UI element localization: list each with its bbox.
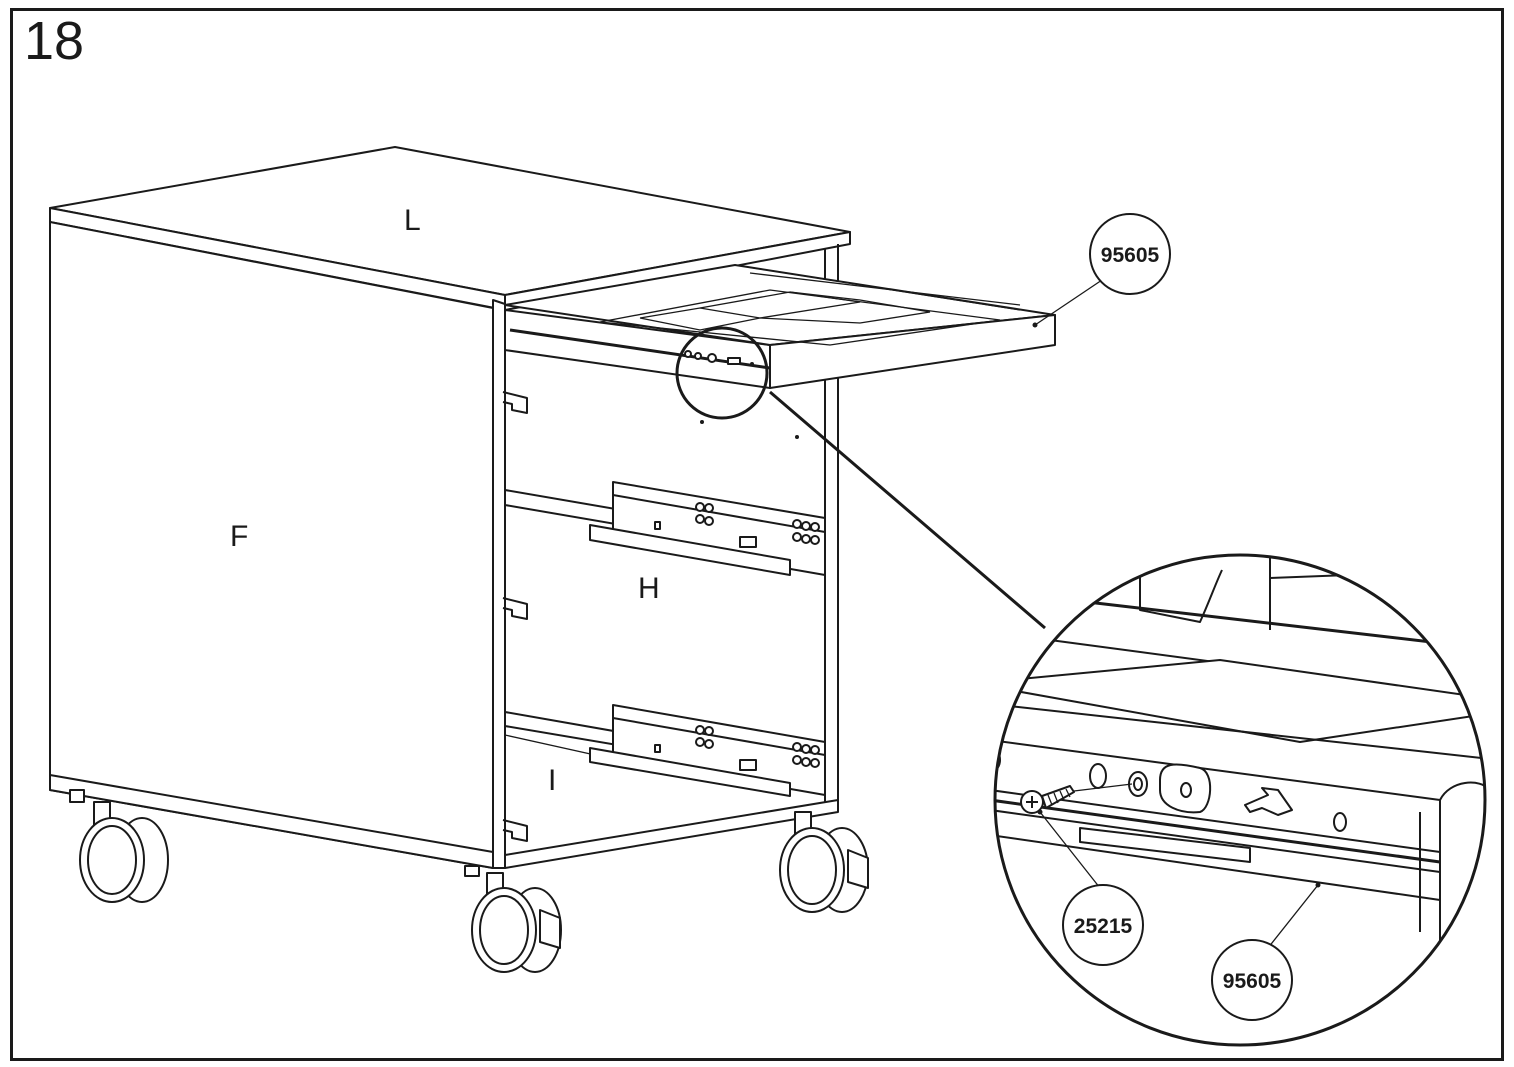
cabinet-runner-lower (589, 704, 826, 797)
label-top-panel: L (404, 204, 421, 237)
label-bottom-panel: I (548, 764, 556, 797)
svg-text:25215: 25215 (1074, 915, 1133, 938)
zoom-connector-line (769, 390, 1046, 630)
castor-right (779, 811, 869, 913)
castor-left (69, 789, 169, 903)
screw (1020, 783, 1133, 814)
step-number: 18 (24, 11, 85, 71)
castor-front (464, 865, 562, 973)
cam-fittings (502, 391, 528, 842)
drawer-frame (504, 264, 1056, 389)
svg-text:95605: 95605 (1223, 970, 1282, 993)
callout-screw: 25215 (1062, 884, 1144, 966)
callout-drawer-runner: 95605 (1089, 213, 1171, 295)
svg-text:95605: 95605 (1101, 244, 1160, 267)
label-back-panel: H (638, 572, 660, 605)
side-panel (49, 221, 494, 869)
zoom-source-circle (675, 326, 769, 420)
cabinet-runner-middle (589, 481, 826, 576)
label-side-panel: F (230, 520, 248, 553)
callout-detail-runner: 95605 (1211, 939, 1293, 1021)
